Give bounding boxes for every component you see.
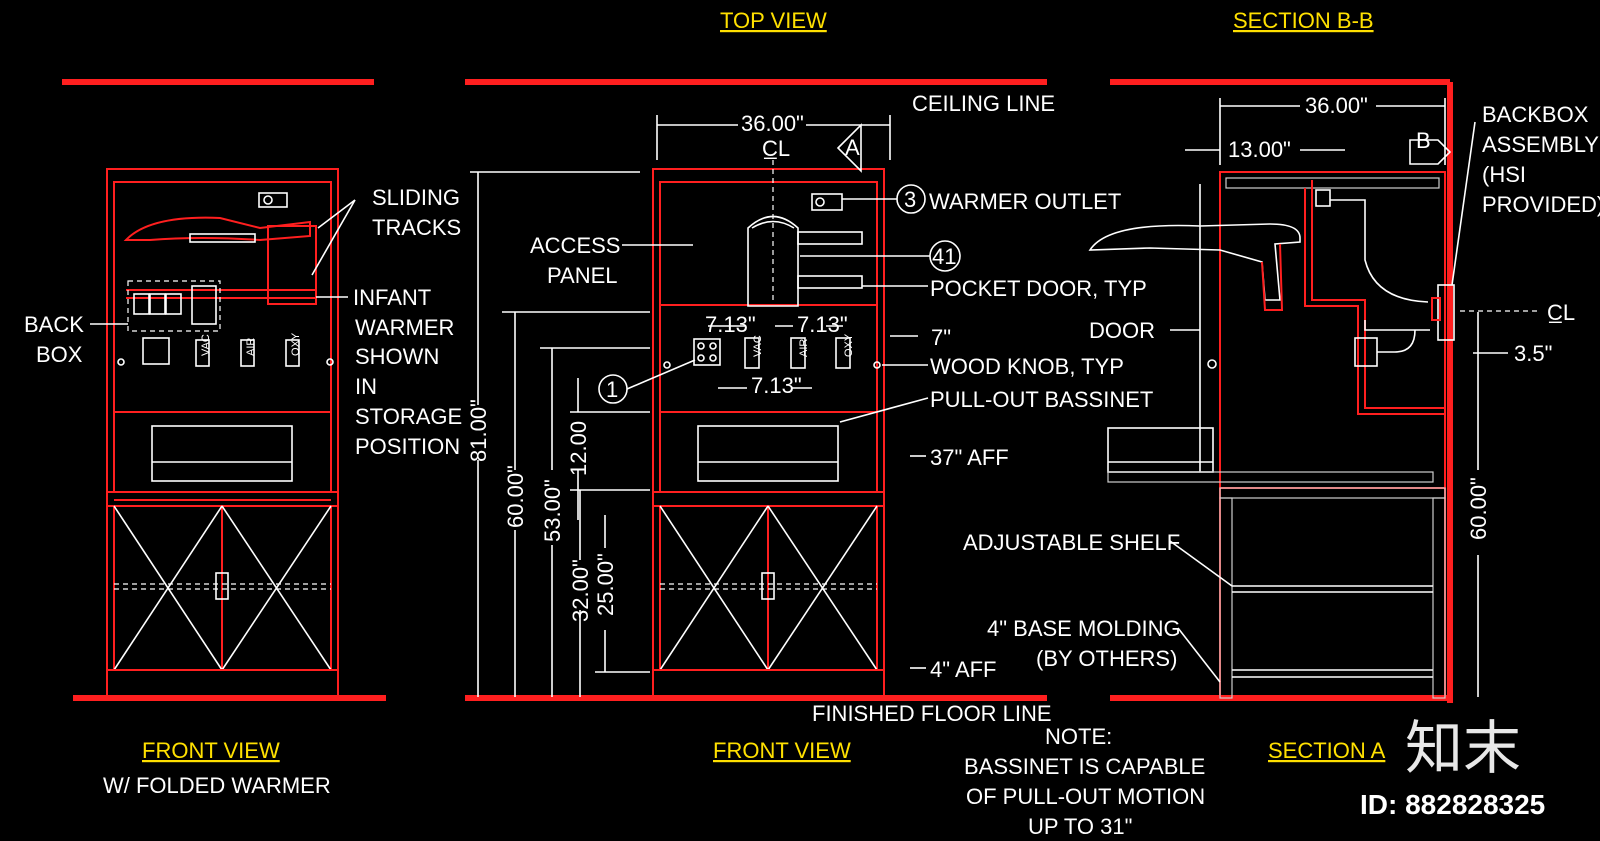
- dim-12: 12.00: [566, 421, 591, 476]
- title-section-bb: SECTION B-B: [1233, 8, 1374, 33]
- dim-25: 25.00": [593, 553, 618, 616]
- label-base-molding-1: 4" BASE MOLDING: [987, 616, 1181, 641]
- label-pocket-door: POCKET DOOR, TYP: [930, 276, 1147, 301]
- label-4-aff: 4" AFF: [930, 657, 997, 682]
- section-cabinet: [1088, 171, 1455, 699]
- note-1: NOTE:: [1045, 724, 1112, 749]
- note-2: BASSINET IS CAPABLE: [964, 754, 1205, 779]
- front-view-left-cabinet: [106, 168, 339, 700]
- watermark-id: ID: 882828325: [1360, 789, 1545, 820]
- label-wood-knob: WOOD KNOB, TYP: [930, 354, 1124, 379]
- gas-air-left: AIR: [245, 338, 257, 356]
- label-infant-4: IN: [355, 374, 377, 399]
- label-backbox-3: (HSI: [1482, 162, 1526, 187]
- label-7in: 7": [931, 325, 951, 350]
- gas-oxy-left: OXY: [290, 332, 302, 356]
- gas-vac-left: VAC: [200, 334, 212, 356]
- leader-adjustable-shelf: [1169, 540, 1233, 587]
- note-3: OF PULL-OUT MOTION: [966, 784, 1205, 809]
- dim-32: 32.00": [568, 559, 593, 622]
- label-warmer-outlet: WARMER OUTLET: [929, 189, 1121, 214]
- leader-base-molding: [1177, 627, 1221, 683]
- leader-sliding-1: [317, 199, 356, 229]
- dim-60-section: 60.00": [1466, 477, 1491, 540]
- dim-section-width: [1185, 98, 1446, 165]
- dim-width-top: [656, 115, 891, 160]
- title-section-a: SECTION A: [1268, 738, 1386, 763]
- dim-53: 53.00": [540, 479, 565, 542]
- leader-backbox: [1451, 121, 1476, 286]
- label-base-molding-2: (BY OTHERS): [1036, 646, 1177, 671]
- dim-7-13-a: 7.13": [705, 312, 756, 337]
- label-backbox-4: PROVIDED): [1482, 192, 1600, 217]
- label-backbox-1: BACKBOX: [1482, 102, 1589, 127]
- label-sliding-1: SLIDING: [372, 185, 460, 210]
- dim-heights-mid: [470, 171, 650, 697]
- dim-3-5: 3.5": [1514, 341, 1552, 366]
- label-door: DOOR: [1089, 318, 1155, 343]
- floor-line-label: FINISHED FLOOR LINE: [812, 701, 1052, 726]
- dim-7-13-b: 7.13": [797, 312, 848, 337]
- section-b-letter: B: [1416, 128, 1431, 153]
- label-adjustable-shelf: ADJUSTABLE SHELF: [963, 530, 1180, 555]
- label-infant-3: SHOWN: [355, 344, 439, 369]
- centerline-mid: C̲L: [762, 136, 790, 161]
- centerline-section-label: C̲L: [1547, 300, 1575, 325]
- title-front-view-left: FRONT VIEW: [142, 738, 280, 763]
- label-back-box-1: BACK: [24, 312, 84, 337]
- title-top-view: TOP VIEW: [720, 8, 827, 33]
- callout-41: 41: [932, 244, 956, 269]
- section-a-letter: A: [845, 135, 860, 160]
- dim-60: 60.00": [503, 465, 528, 528]
- gas-oxy-mid: OXY: [843, 333, 855, 357]
- watermark-brand: 知末: [1405, 714, 1521, 782]
- label-37-aff: 37" AFF: [930, 445, 1009, 470]
- dim-width-top-value: 36.00": [741, 111, 804, 136]
- callout-3: 3: [904, 187, 916, 212]
- section-a-marker: [836, 123, 862, 173]
- label-infant-5: STORAGE: [355, 404, 462, 429]
- label-sliding-2: TRACKS: [372, 215, 461, 240]
- dim-7-13-c: 7.13": [751, 373, 802, 398]
- leader-callout-1: [626, 359, 696, 390]
- gas-vac-mid: VAC: [752, 335, 764, 357]
- label-infant-6: POSITION: [355, 434, 460, 459]
- label-pull-out-bassinet: PULL-OUT BASSINET: [930, 387, 1153, 412]
- label-back-box-2: BOX: [36, 342, 83, 367]
- label-infant-1: INFANT: [353, 285, 431, 310]
- dim-section-width-value: 36.00": [1305, 93, 1368, 118]
- label-infant-2: WARMER: [355, 315, 454, 340]
- dim-81: 81.00": [466, 399, 491, 462]
- note-4: UP TO 31": [1028, 814, 1132, 839]
- title-front-view-mid: FRONT VIEW: [713, 738, 851, 763]
- dim-depth-13: 13.00": [1228, 137, 1291, 162]
- subtitle-folded-warmer: W/ FOLDED WARMER: [103, 773, 331, 798]
- dim-gas-spacing: [708, 325, 843, 389]
- leader-sliding-2: [311, 199, 356, 276]
- callout-1: 1: [606, 377, 618, 402]
- gas-air-mid: AIR: [798, 339, 810, 357]
- ceiling-line-label: CEILING LINE: [912, 91, 1055, 116]
- section-b-marker: [1409, 139, 1452, 165]
- label-backbox-2: ASSEMBLY: [1482, 132, 1599, 157]
- label-access-panel-2: PANEL: [547, 263, 618, 288]
- leader-bassinet: [839, 397, 929, 423]
- front-view-mid-cabinet: [652, 160, 885, 700]
- label-access-panel-1: ACCESS: [530, 233, 620, 258]
